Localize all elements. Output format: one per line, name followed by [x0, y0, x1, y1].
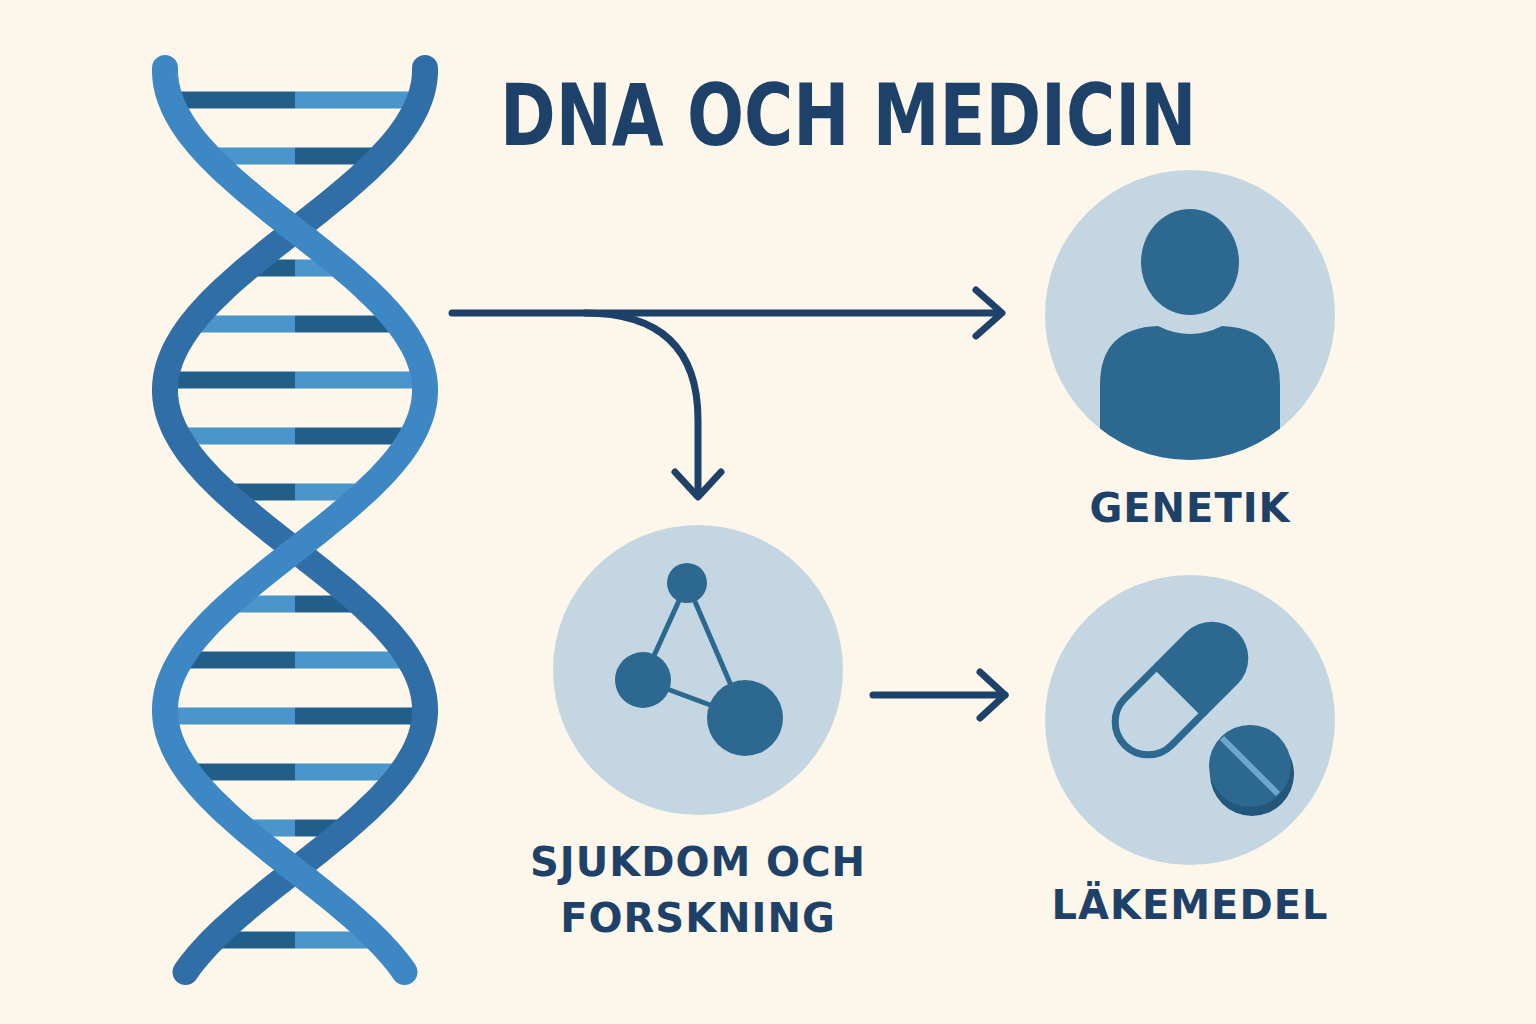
diagram-title: DNA OCH MEDICIN	[500, 72, 1196, 158]
tablet-score	[1222, 738, 1278, 794]
atom	[615, 652, 671, 708]
tablet	[1209, 725, 1291, 807]
node-label: LÄKEMEDEL	[990, 877, 1390, 933]
circle-fill	[553, 525, 843, 815]
atom	[707, 680, 783, 756]
base-pair	[179, 92, 295, 109]
bond	[687, 583, 745, 718]
arrow-head	[980, 672, 1005, 718]
dna-strand	[165, 68, 425, 972]
node-circle: LÄKEMEDEL	[1045, 575, 1335, 865]
base-pair	[295, 708, 417, 725]
base-pair	[295, 372, 416, 389]
arrow-head	[976, 290, 1002, 336]
tablet-edge	[1210, 732, 1294, 816]
dna-arrows	[452, 290, 1002, 497]
node-circle: GENETIK	[1045, 170, 1335, 460]
dna-strand	[165, 68, 425, 972]
base-pair	[217, 148, 295, 165]
base-pair	[295, 652, 402, 669]
connector-arrow	[873, 672, 1005, 718]
base-pair	[251, 820, 295, 837]
base-pair	[295, 596, 353, 613]
node-label: GENETIK	[990, 480, 1390, 536]
base-pair	[295, 148, 373, 165]
base-pair	[295, 932, 369, 949]
bond	[643, 680, 745, 718]
connector-line	[873, 692, 1005, 699]
base-pair	[295, 820, 339, 837]
circle-fill	[1045, 170, 1335, 460]
person-head	[1141, 209, 1239, 315]
base-pair	[295, 484, 357, 501]
base-pair	[256, 260, 295, 277]
capsule-half	[1102, 667, 1204, 769]
bond	[643, 583, 687, 680]
pill-icon	[1099, 607, 1294, 816]
circle-outline	[553, 525, 843, 815]
base-pair	[188, 652, 295, 669]
circle-fill	[1045, 575, 1335, 865]
arrow-head	[675, 472, 721, 497]
base-pair	[173, 708, 295, 725]
node-circle: SJUKDOM OCH FORSKNING	[553, 525, 843, 815]
base-pair	[295, 316, 391, 333]
person-icon	[1100, 209, 1280, 470]
circle-outline	[1045, 575, 1335, 865]
atom	[667, 563, 707, 603]
base-pair	[196, 764, 295, 781]
base-pair	[295, 428, 404, 445]
node-label: SJUKDOM OCH FORSKNING	[518, 834, 878, 946]
edge-layer	[873, 672, 1005, 718]
base-pair	[295, 764, 394, 781]
molecule-icon	[615, 563, 783, 756]
capsule-half	[1154, 607, 1263, 716]
base-pair	[199, 316, 295, 333]
base-pair	[186, 428, 295, 445]
dna-branch-line	[585, 313, 698, 495]
base-pair	[295, 260, 334, 277]
base-pair	[221, 932, 295, 949]
dna-arrow-line	[452, 310, 1000, 317]
base-pair	[174, 372, 295, 389]
base-pair	[233, 484, 295, 501]
base-pairs	[173, 100, 417, 940]
dna-helix	[165, 68, 425, 972]
base-pair	[237, 596, 295, 613]
person-body	[1100, 326, 1280, 470]
base-pair	[295, 92, 411, 109]
circle-outline	[1045, 170, 1335, 460]
